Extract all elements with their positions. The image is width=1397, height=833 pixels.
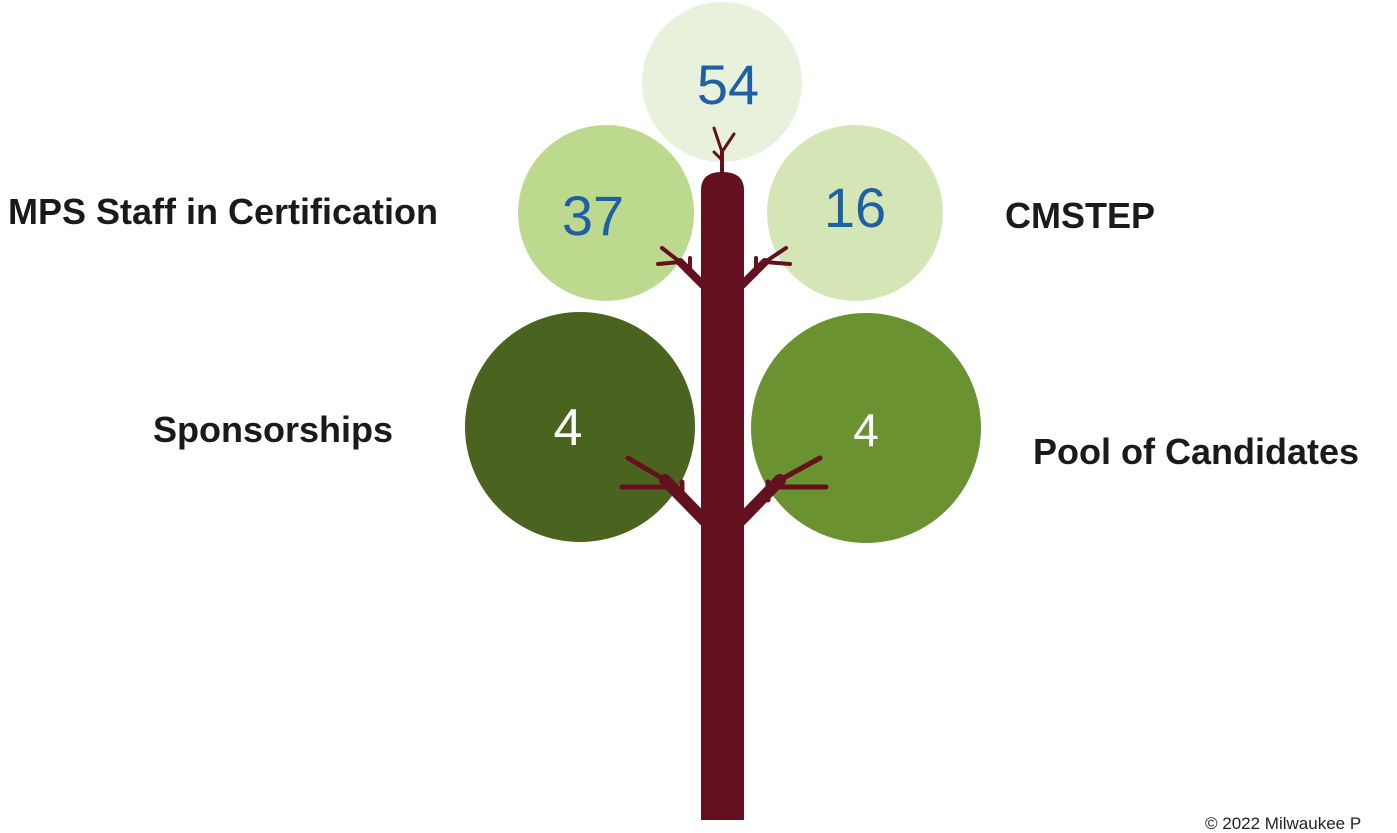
label-cmstep: CMSTEP — [1005, 195, 1156, 236]
node-value-lower-right: 4 — [853, 404, 879, 456]
label-pool-of-candidates: Pool of Candidates — [1033, 431, 1360, 472]
tree-trunk — [619, 126, 829, 820]
node-value-upper-right: 16 — [824, 176, 886, 239]
node-value-lower-left: 4 — [554, 399, 583, 457]
label-mps-staff-in-certification: MPS Staff in Certification — [8, 191, 439, 232]
circle-top — [642, 2, 802, 162]
circle-upper-left — [518, 125, 694, 301]
node-value-upper-left: 37 — [562, 184, 624, 247]
node-value-top: 54 — [697, 53, 759, 116]
label-sponsorships: Sponsorships — [153, 409, 394, 450]
circle-upper-right — [767, 125, 943, 301]
copyright-footer: © 2022 Milwaukee P — [1205, 814, 1362, 833]
